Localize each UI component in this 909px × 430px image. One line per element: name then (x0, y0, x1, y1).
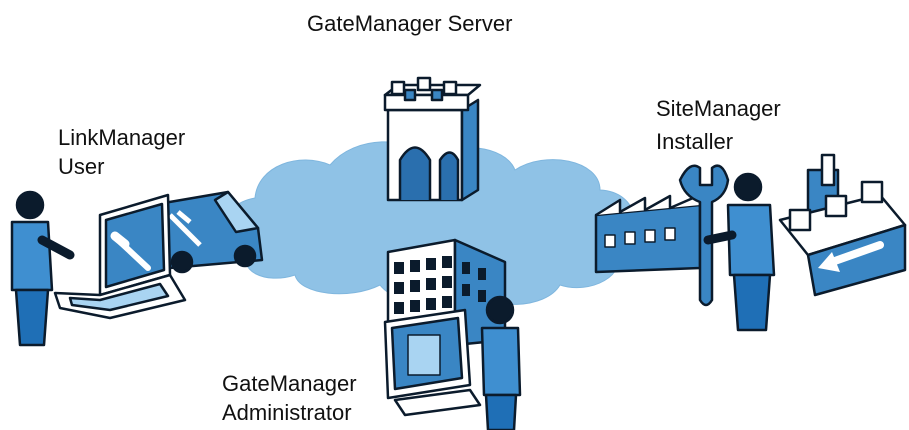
van-icon (148, 190, 264, 274)
label-admin-line2: Administrator (222, 400, 352, 425)
label-site-manager-line1: SiteManager (656, 96, 781, 121)
person-icon-link-user (10, 190, 75, 347)
label-site-manager-line2: Installer (656, 129, 734, 154)
person-icon-installer (703, 172, 776, 332)
laptop-icon (53, 193, 187, 320)
factory-icon (594, 193, 702, 274)
tower-icon (383, 76, 482, 202)
label-link-manager-line1: LinkManager (58, 125, 186, 150)
label-server: GateManager Server (307, 11, 513, 36)
person-icon-admin (480, 295, 522, 430)
label-admin-line1: GateManager (222, 371, 357, 396)
conveyor-icon (778, 153, 907, 297)
monitor-icon (383, 308, 482, 417)
label-link-manager-line2: User (58, 154, 105, 179)
wrench-icon (678, 164, 730, 307)
